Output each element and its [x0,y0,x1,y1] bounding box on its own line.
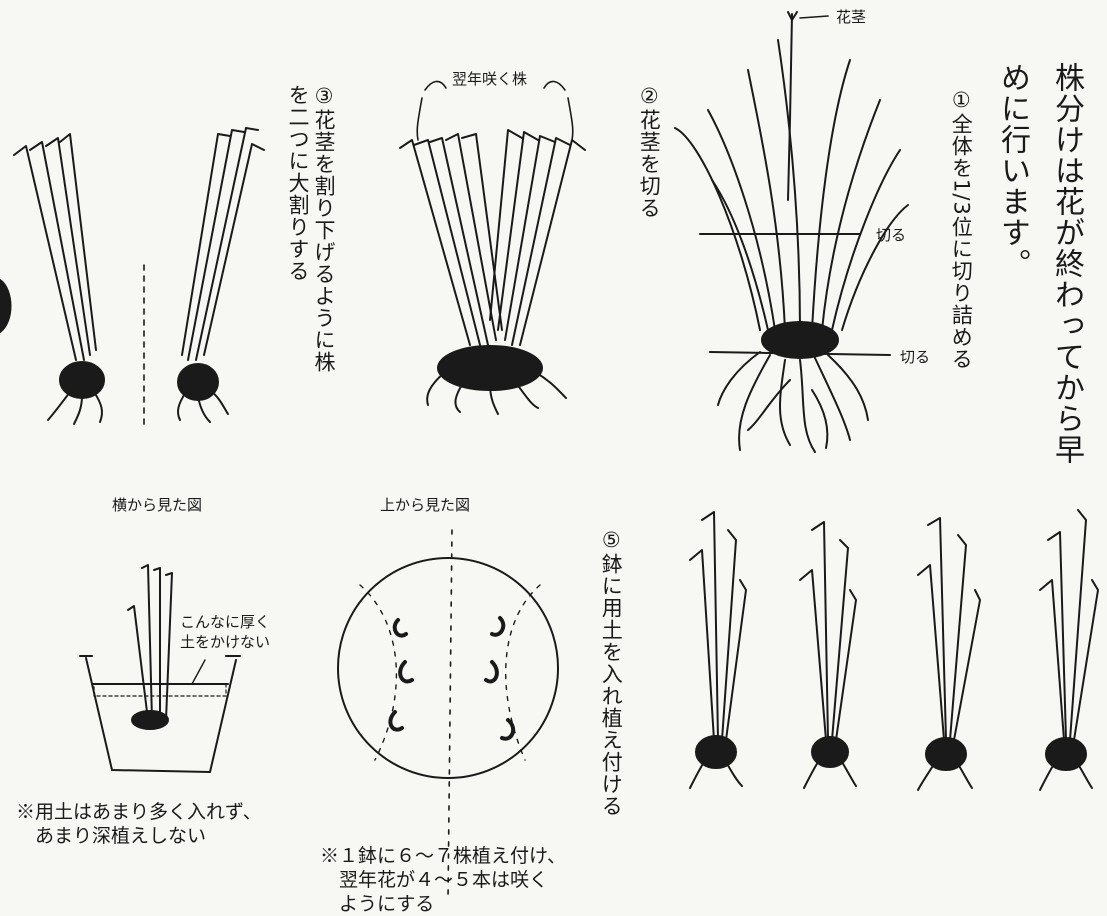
next-year-bloom-label: 翌年咲く株 [452,68,527,89]
split-plant-illustration [14,128,264,430]
soil-warning-label: こんなに厚く 土をかけない [180,612,270,652]
cut-label-upper: 切る [876,224,906,245]
side-view-label: 横から見た図 [112,494,202,515]
note-pot: ※１鉢に６～７株植え付け、 翌年花が４～５本は咲く ようにする [320,844,566,916]
divided-plants-row [690,510,1098,790]
main-instruction-text: 株分けは花が終わってから早めに行います。 [985,62,1093,482]
step3-label: ③花茎を割り下げるように株を二つに大割りする [285,84,337,384]
whole-plant-illustration [675,12,908,452]
pot-side-view [80,565,240,772]
cut-plant-illustration [400,81,585,414]
note-soil: ※用土はあまり多く入れず、 あまり深植えしない [16,800,262,848]
top-view-label: 上から見た図 [380,494,470,515]
cut-label-lower: 切る [900,346,930,367]
flower-stem-label: 花茎 [836,6,866,27]
step1-label: ①全体を1/3位に切り詰める [948,88,974,408]
edge-mark [0,280,11,332]
step5-label: ⑤鉢に用土を入れ植え付ける [598,528,624,848]
step2-label: ②花茎を切る [636,84,662,244]
